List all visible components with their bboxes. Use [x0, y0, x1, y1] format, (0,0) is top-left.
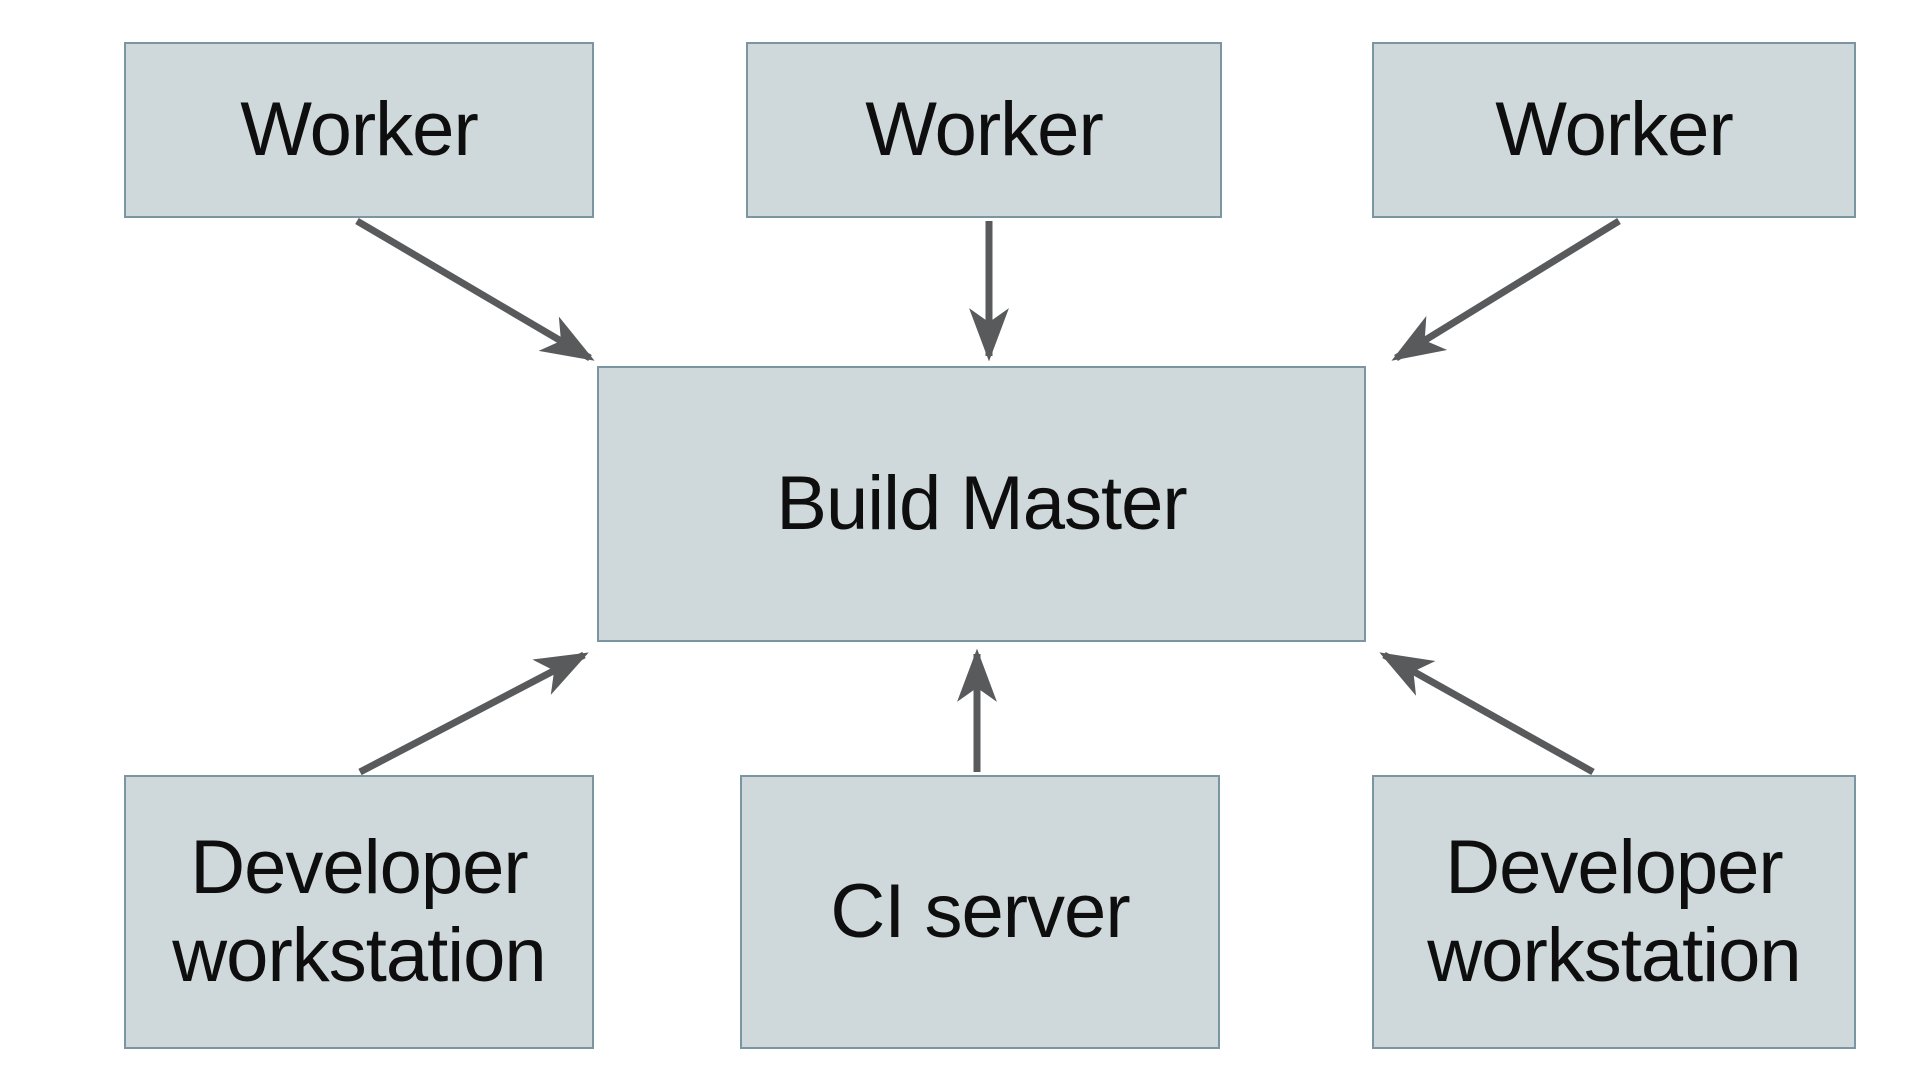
arrow-developer-workstation-left-to-build-master: [358, 651, 589, 776]
node-build-master: Build Master: [597, 366, 1366, 642]
node-label: Worker: [240, 86, 479, 172]
node-developer-workstation-right: Developer workstation: [1372, 775, 1856, 1049]
arrow-worker-right-to-build-master: [1391, 218, 1621, 361]
node-worker-top-left: Worker: [124, 42, 594, 218]
node-label: Build Master: [776, 460, 1187, 546]
node-worker-top-right: Worker: [1372, 42, 1856, 218]
node-label: Developer workstation: [1427, 824, 1801, 998]
node-label: Worker: [865, 86, 1104, 172]
node-label: Worker: [1495, 86, 1734, 172]
arrow-developer-workstation-right-to-build-master: [1379, 651, 1595, 776]
node-label: Developer workstation: [172, 824, 546, 998]
arrow-worker-left-to-build-master: [355, 217, 595, 362]
node-label: CI server: [830, 868, 1130, 954]
node-developer-workstation-left: Developer workstation: [124, 775, 594, 1049]
node-worker-top-center: Worker: [746, 42, 1222, 218]
node-ci-server: CI server: [740, 775, 1220, 1049]
